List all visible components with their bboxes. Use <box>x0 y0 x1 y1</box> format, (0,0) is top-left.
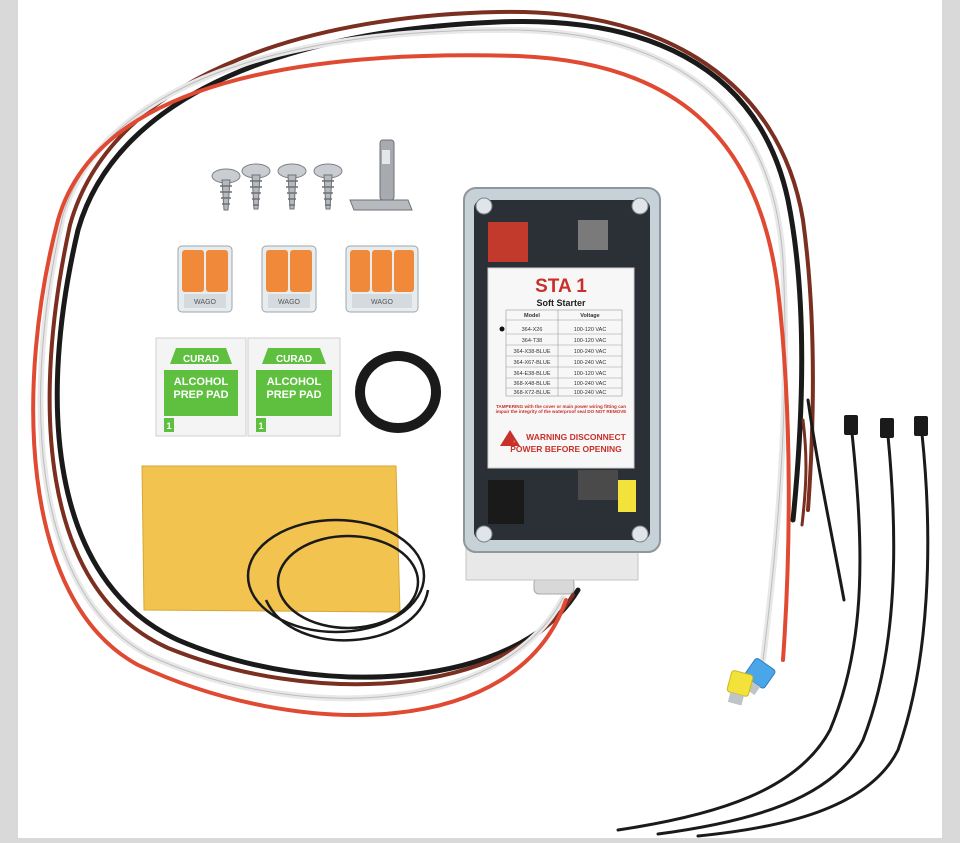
device-subtitle: Soft Starter <box>536 298 586 308</box>
screw-1 <box>211 168 241 211</box>
lead-black-end <box>806 398 846 602</box>
table-row-model: 364-E38-BLUE <box>514 371 551 377</box>
photo-canvas: WAGO WAGO WAGO CURAD ALCOHOL PREP PAD <box>31 9 930 838</box>
table-row-model: 368-X72-BLUE <box>514 390 551 396</box>
wire-red-loop <box>31 53 791 717</box>
pad-line1-2: ALCOHOL <box>267 376 322 388</box>
table-row-model: 368-X48-BLUE <box>514 381 551 387</box>
table-header-model: Model <box>524 313 540 319</box>
selected-model-dot <box>499 326 505 332</box>
device-title: STA 1 <box>535 276 587 297</box>
table-row-model: 364-X67-BLUE <box>514 360 551 366</box>
table-row-voltage: 100-120 VAC <box>574 371 607 377</box>
warning-line2: POWER BEFORE OPENING <box>510 444 622 454</box>
cable-tie-3 <box>696 416 930 838</box>
coiled-wire <box>246 518 430 642</box>
screw-2 <box>241 163 271 210</box>
o-ring <box>355 351 441 433</box>
wago-connector-2: WAGO <box>261 245 317 313</box>
alcohol-pads: CURAD ALCOHOL PREP PAD 1 CURAD ALCOHOL P… <box>155 337 341 437</box>
wire-white-outline <box>40 29 786 699</box>
wago-connector-1: WAGO <box>177 245 233 313</box>
wire-black-loop <box>54 18 805 680</box>
product-photo: WAGO WAGO WAGO CURAD ALCOHOL PREP PAD <box>18 0 942 838</box>
table-row-model: 364-T38 <box>522 338 543 344</box>
screws <box>211 139 413 211</box>
pad-count-2: 1 <box>258 421 263 431</box>
pad-count-1: 1 <box>166 421 171 431</box>
table-row-model: 364-X38-BLUE <box>514 349 551 355</box>
screw-4 <box>313 163 343 210</box>
spade-terminals <box>726 658 776 706</box>
alcohol-pad-1: CURAD ALCOHOL PREP PAD 1 <box>155 337 247 437</box>
cable-tie-1 <box>616 415 862 832</box>
pad-line2-2: PREP PAD <box>266 389 321 401</box>
ground-lug <box>349 139 413 211</box>
wago-label-3: WAGO <box>371 299 393 306</box>
pad-brand-2: CURAD <box>276 354 312 365</box>
table-header-voltage: Voltage <box>580 313 599 319</box>
lead-ends <box>800 398 846 602</box>
wago-connector-3: WAGO <box>345 245 419 313</box>
device-label: STA 1 Soft Starter Model Voltage 364-X26… <box>487 267 635 469</box>
cable-tie-2 <box>656 418 896 836</box>
tamper-notice: TAMPERING with the cover or main power w… <box>495 404 627 415</box>
wago-connectors: WAGO WAGO WAGO <box>177 245 419 313</box>
svg-text:!: ! <box>513 439 514 444</box>
alcohol-pad-2: CURAD ALCOHOL PREP PAD 1 <box>247 337 341 437</box>
table-row-model: 364-X26 <box>522 327 543 333</box>
soft-starter-device: STA 1 Soft Starter Model Voltage 364-X26… <box>463 187 661 595</box>
spade-yellow <box>726 670 754 706</box>
warning-icon <box>500 430 520 446</box>
model-table: Model Voltage 364-X26 100-120 VAC 364-T3… <box>499 309 623 397</box>
table-row-voltage: 100-240 VAC <box>574 349 607 355</box>
table-row-voltage: 100-120 VAC <box>574 327 607 333</box>
table-row-voltage: 100-120 VAC <box>574 338 607 344</box>
wago-label-2: WAGO <box>278 299 300 306</box>
tamper-notice-box: TAMPERING with the cover or main power w… <box>495 404 627 415</box>
pad-line2-1: PREP PAD <box>173 389 228 401</box>
screw-3 <box>277 163 307 210</box>
wago-label-1: WAGO <box>194 299 216 306</box>
lead-brown-end <box>800 418 808 527</box>
table-row-voltage: 100-240 VAC <box>574 381 607 387</box>
warning-line1: WARNING DISCONNECT <box>526 432 626 442</box>
cable-ties <box>616 415 930 838</box>
wire-harness <box>31 9 815 717</box>
table-row-voltage: 100-240 VAC <box>574 390 607 396</box>
table-row-voltage: 100-240 VAC <box>574 360 607 366</box>
pad-line1-1: ALCOHOL <box>174 376 229 388</box>
pad-brand-1: CURAD <box>183 354 219 365</box>
